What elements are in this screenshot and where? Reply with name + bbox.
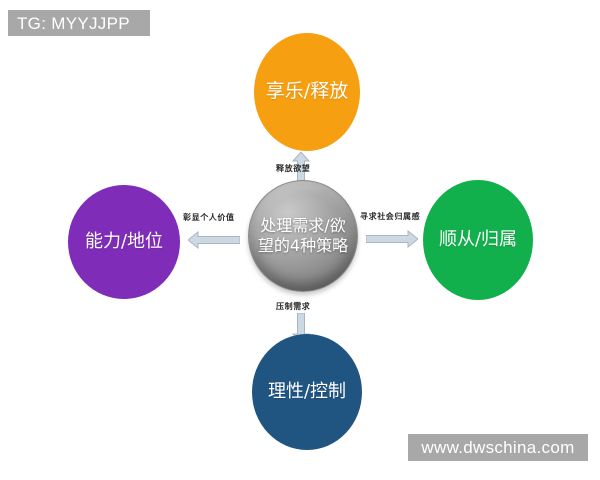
node-center-strategies-label: 处理需求/欲望的4种策略 [257,216,349,255]
node-rational-control[interactable]: 理性/控制 [252,334,362,450]
node-rational-control-label: 理性/控制 [267,381,347,403]
node-competence-status[interactable]: 能力/地位 [68,185,180,299]
node-compliance-belonging-label: 顺从/归属 [438,229,518,251]
connector-arrow-up [292,152,310,184]
connector-arrow-left [188,231,240,249]
connector-arrow-right [366,230,418,248]
connector-label-right: 寻求社会归属感 [360,212,421,221]
node-compliance-belonging[interactable]: 顺从/归属 [423,180,533,300]
node-hedonic-release-label: 享乐/释放 [265,80,349,103]
connector-label-down: 压制需求 [276,302,311,311]
connector-label-up: 释放欲望 [276,164,311,173]
node-center-strategies[interactable]: 处理需求/欲望的4种策略 [248,180,358,292]
watermark-bottom-right: www.dwschina.com [408,434,588,461]
connector-label-left: 彰显个人价值 [183,213,235,222]
node-hedonic-release[interactable]: 享乐/释放 [254,33,360,151]
node-competence-status-label: 能力/地位 [84,231,164,253]
watermark-top-left: TG: MYYJJPP [8,10,150,36]
